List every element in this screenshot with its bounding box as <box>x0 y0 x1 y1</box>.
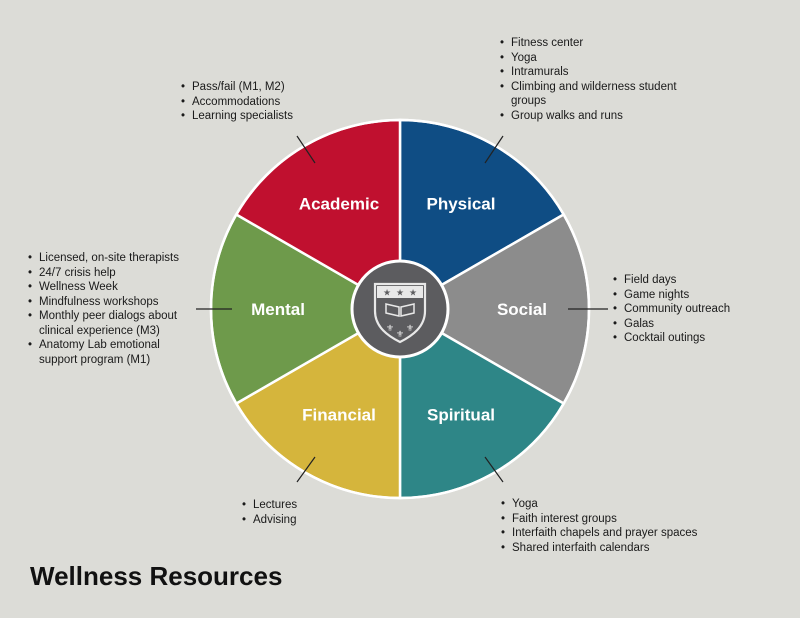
spiritual-label: Spiritual <box>427 406 495 425</box>
university-shield-icon: ★ ★ ★ ⚜ ⚜ ⚜ <box>373 282 427 344</box>
financial-connector-line <box>296 456 316 483</box>
financial-label: Financial <box>302 406 376 425</box>
academic-item: Pass/fail (M1, M2) <box>181 80 341 95</box>
social-label: Social <box>497 300 547 319</box>
mental-item: Mindfulness workshops <box>28 295 198 310</box>
svg-text:★: ★ <box>409 289 417 299</box>
mental-item: 24/7 crisis help <box>28 266 198 281</box>
financial-item: Advising <box>242 513 352 528</box>
academic-items: Pass/fail (M1, M2)AccommodationsLearning… <box>181 80 341 124</box>
social-item: Galas <box>613 317 773 332</box>
physical-items: Fitness centerYogaIntramuralsClimbing an… <box>500 36 700 123</box>
social-item: Community outreach <box>613 302 773 317</box>
page-title: Wellness Resources <box>30 561 283 591</box>
mental-items: Licensed, on-site therapists24/7 crisis … <box>28 251 198 367</box>
spiritual-item: Faith interest groups <box>501 512 741 527</box>
physical-item: Fitness center <box>500 36 700 51</box>
social-item: Cocktail outings <box>613 331 773 346</box>
financial-items: LecturesAdvising <box>242 498 352 527</box>
spiritual-connector-line <box>484 456 504 483</box>
svg-text:⚜: ⚜ <box>386 324 394 334</box>
social-item: Game nights <box>613 288 773 303</box>
social-items: Field daysGame nightsCommunity outreachG… <box>613 273 773 346</box>
physical-item: Climbing and wilderness student groups <box>500 80 700 109</box>
spiritual-item: Shared interfaith calendars <box>501 541 741 556</box>
svg-text:⚜: ⚜ <box>396 330 404 340</box>
academic-label: Academic <box>299 194 379 213</box>
social-item: Field days <box>613 273 773 288</box>
mental-item: Anatomy Lab emotional support program (M… <box>28 338 198 367</box>
mental-item: Licensed, on-site therapists <box>28 251 198 266</box>
financial-item: Lectures <box>242 498 352 513</box>
physical-item: Intramurals <box>500 65 700 80</box>
mental-label: Mental <box>251 300 305 319</box>
academic-item: Learning specialists <box>181 109 341 124</box>
academic-item: Accommodations <box>181 95 341 110</box>
svg-text:★: ★ <box>383 289 391 299</box>
spiritual-item: Yoga <box>501 497 741 512</box>
physical-connector-line <box>484 135 504 164</box>
svg-text:⚜: ⚜ <box>406 324 414 334</box>
academic-connector-line <box>296 135 316 164</box>
svg-text:★: ★ <box>396 289 404 299</box>
physical-item: Group walks and runs <box>500 109 700 124</box>
mental-item: Monthly peer dialogs about clinical expe… <box>28 309 198 338</box>
physical-label: Physical <box>427 194 496 213</box>
spiritual-items: YogaFaith interest groupsInterfaith chap… <box>501 497 741 555</box>
physical-item: Yoga <box>500 51 700 66</box>
spiritual-item: Interfaith chapels and prayer spaces <box>501 526 741 541</box>
mental-item: Wellness Week <box>28 280 198 295</box>
